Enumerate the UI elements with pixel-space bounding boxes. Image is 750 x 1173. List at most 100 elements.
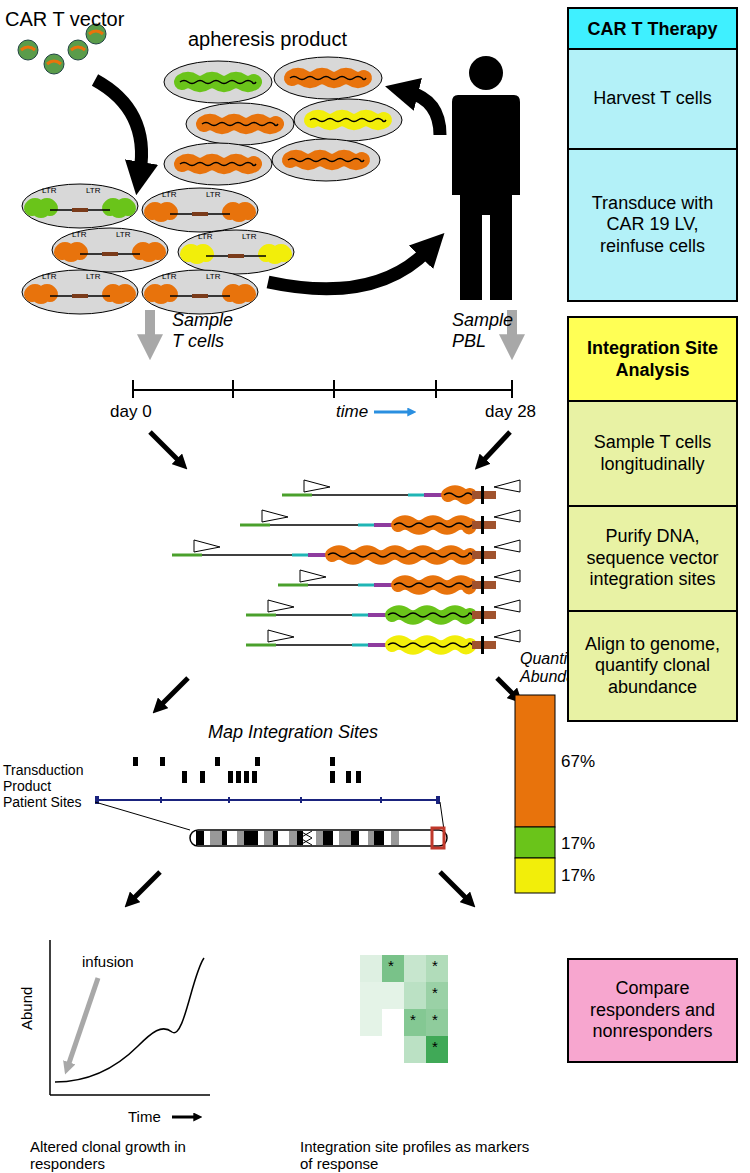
ltr-label: LTR	[242, 232, 257, 241]
dna-line	[394, 523, 472, 527]
ltr-end	[481, 576, 484, 594]
chromatin	[140, 250, 158, 254]
heat-cell	[360, 1009, 382, 1036]
section-panel: CAR T TherapyHarvest T cellsTransduce wi…	[567, 7, 738, 302]
step-box: Sample T cells longitudinally	[569, 400, 736, 505]
primer	[494, 600, 520, 612]
primer	[494, 630, 520, 642]
band	[289, 831, 297, 845]
heat-cell	[404, 1009, 426, 1036]
adapter	[358, 584, 374, 587]
vector-genome	[47, 61, 61, 64]
heat-cell	[360, 955, 382, 982]
centromere	[300, 831, 312, 845]
dna-line	[180, 81, 256, 84]
chromatin	[62, 250, 80, 254]
ltr-label: LTR	[42, 272, 57, 281]
ltr-end	[481, 516, 484, 534]
primer	[304, 480, 330, 492]
ltr-end	[481, 546, 484, 564]
primer-site	[172, 554, 202, 557]
cell	[178, 230, 294, 274]
site-tick	[133, 757, 138, 766]
band	[303, 831, 316, 845]
band	[222, 831, 227, 845]
band	[196, 831, 204, 845]
dna-line	[328, 553, 472, 557]
vector-particle	[18, 40, 38, 60]
band	[323, 831, 333, 845]
band	[384, 831, 391, 845]
site-tick	[228, 771, 233, 783]
band	[210, 831, 222, 845]
annotation: day 0	[110, 402, 152, 422]
site-tick	[200, 771, 205, 783]
annotation: 67%	[561, 752, 595, 772]
primer-site	[246, 644, 276, 647]
dna-line	[288, 159, 364, 162]
band	[316, 831, 323, 845]
site-tick	[182, 771, 187, 783]
site-map	[133, 757, 361, 783]
annotation: Transduction Product	[3, 762, 93, 794]
ltr-end	[481, 606, 484, 624]
read-line	[246, 644, 370, 646]
step-text: Transduce with CAR 19 LV, reinfuse cells	[569, 150, 736, 300]
chromatin	[230, 210, 248, 214]
chromatin	[230, 292, 248, 296]
cell	[22, 184, 138, 228]
chromatin	[32, 206, 50, 210]
annotation: 17%	[561, 834, 595, 854]
step-text: Compare responders and nonresponders	[569, 960, 736, 1061]
significance-mark: *	[432, 984, 438, 1001]
band	[227, 831, 237, 845]
cell	[274, 57, 382, 99]
growth-chart	[50, 940, 210, 1117]
site-tick	[330, 771, 335, 783]
cell	[272, 139, 380, 181]
vector-genome	[89, 31, 103, 34]
heat-cell	[426, 982, 448, 1009]
adapter	[352, 644, 368, 647]
dna-line	[310, 119, 386, 122]
step-text: Harvest T cells	[569, 50, 736, 148]
annotation: Abund	[18, 987, 35, 1030]
significance-mark: *	[432, 957, 438, 974]
ltr-label: LTR	[42, 186, 57, 195]
heat-cell	[360, 982, 382, 1009]
band	[237, 831, 244, 845]
cell-drawings	[18, 24, 402, 314]
cell	[52, 228, 168, 272]
linker	[374, 523, 392, 527]
cell	[142, 188, 258, 232]
vector-particle	[44, 54, 64, 74]
ltr-end	[481, 486, 484, 504]
ltr-label: LTR	[198, 232, 213, 241]
band	[244, 831, 258, 845]
cell	[164, 143, 272, 185]
read-line	[278, 584, 376, 586]
site-tick	[252, 771, 257, 783]
significance-mark: *	[432, 1038, 438, 1055]
primer-site	[240, 524, 270, 527]
step-box: Purify DNA, sequence vector integration …	[569, 505, 736, 610]
ltr-label: LTR	[162, 272, 177, 281]
step-text: Sample T cells longitudinally	[569, 402, 736, 505]
band	[258, 831, 264, 845]
significance-mark: *	[432, 1011, 438, 1028]
chromatin	[110, 292, 128, 296]
cell	[22, 270, 138, 314]
heat-cell	[426, 1036, 448, 1063]
annotation: CAR T vector	[5, 8, 124, 31]
cell	[142, 270, 258, 314]
ltr-label: LTR	[116, 230, 131, 239]
band	[273, 831, 278, 845]
primer	[494, 510, 520, 522]
adapter	[292, 554, 308, 557]
primer	[194, 540, 220, 552]
timeline	[133, 380, 512, 412]
heat-cell	[382, 982, 404, 1009]
band	[391, 831, 399, 845]
site-tick	[244, 771, 249, 783]
band	[204, 831, 210, 845]
